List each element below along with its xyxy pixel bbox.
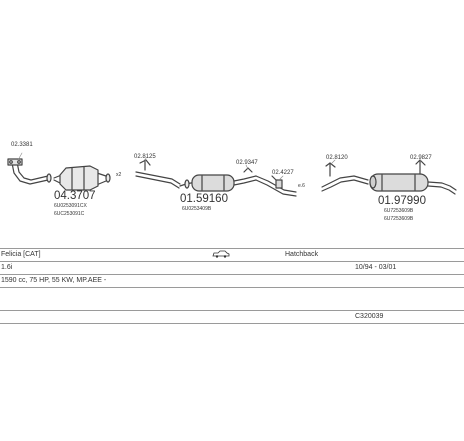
front-muffler-part [179, 174, 257, 192]
info-row-end [0, 323, 464, 324]
part-1-code: 02.3381 [11, 142, 33, 148]
part-7-code: 02.8120 [326, 155, 348, 161]
part-9-sub-1: 6U7253609B [384, 208, 414, 214]
car-icon [212, 250, 230, 260]
info-row-reference: C320039 [0, 310, 464, 323]
reference-code: C320039 [355, 313, 384, 320]
body-type: Hatchback [285, 251, 319, 258]
part-8-code: 02.9827 [410, 155, 432, 161]
engine-specs: 1590 cc, 75 HP, 55 KW, MP.AEE - [1, 277, 107, 284]
part-2-code: 04.3707 [54, 190, 96, 202]
exhaust-system-diagram: 02.3381 04.3707 6U0253091CX 6UC253091C x… [7, 142, 457, 222]
part-9-sub-2: 6U7253609B [384, 216, 414, 222]
rear-hanger-part [415, 159, 426, 175]
part-4-sub: 6U0253409B [182, 206, 212, 212]
part-6-code: 02.4227 [272, 170, 294, 176]
rear-pipe-part [321, 162, 369, 192]
part-2-sub-1: 6U0253091CX [54, 203, 87, 209]
part-3-code: 02.8125 [134, 154, 156, 160]
production-period: 10/94 - 03/01 [355, 264, 397, 271]
info-row-specs: 1590 cc, 75 HP, 55 KW, MP.AEE - [0, 274, 464, 287]
rear-muffler-part [369, 173, 457, 195]
intermediate-pipe-part [135, 159, 181, 189]
info-row-blank [0, 287, 464, 310]
clamp-part [271, 175, 283, 189]
part-5-code: 02.9347 [236, 160, 258, 166]
model-name: Felicia [CAT] [1, 251, 41, 258]
catalytic-converter-part [53, 165, 111, 191]
front-pipe-part [7, 158, 52, 185]
part-4-code: 01.59160 [180, 193, 228, 205]
part-2-quantity: x2 [116, 172, 122, 178]
part-2-sub-2: 6UC253091C [54, 211, 85, 217]
info-row-model: Felicia [CAT] Hatchback [0, 248, 464, 261]
engine: 1.6i [1, 264, 13, 271]
info-row-engine: 1.6i 10/94 - 03/01 [0, 261, 464, 274]
part-6-detail: e.6 [298, 183, 305, 189]
part-9-code: 01.97990 [378, 195, 426, 207]
